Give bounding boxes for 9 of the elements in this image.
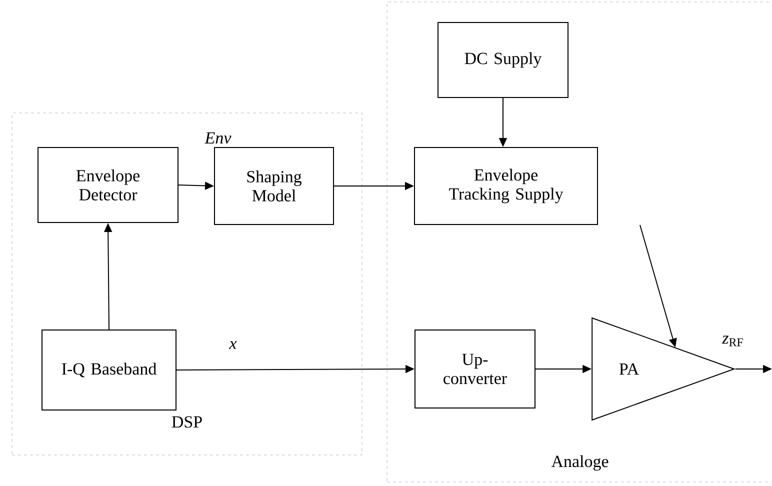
process-box: DC Supply: [438, 22, 568, 98]
process-box: I-Q Baseband: [42, 330, 176, 410]
edge-label: x: [229, 341, 237, 349]
edge-label: Env: [204, 132, 232, 144]
process-box: Up-converter: [414, 330, 536, 408]
process-box: Envelope Tracking Supply: [414, 147, 598, 225]
process-box: Shaping Model: [214, 147, 334, 225]
edge-label: z$_{RF}$: [722, 336, 743, 346]
process-box: Envelope Detector: [38, 147, 178, 223]
